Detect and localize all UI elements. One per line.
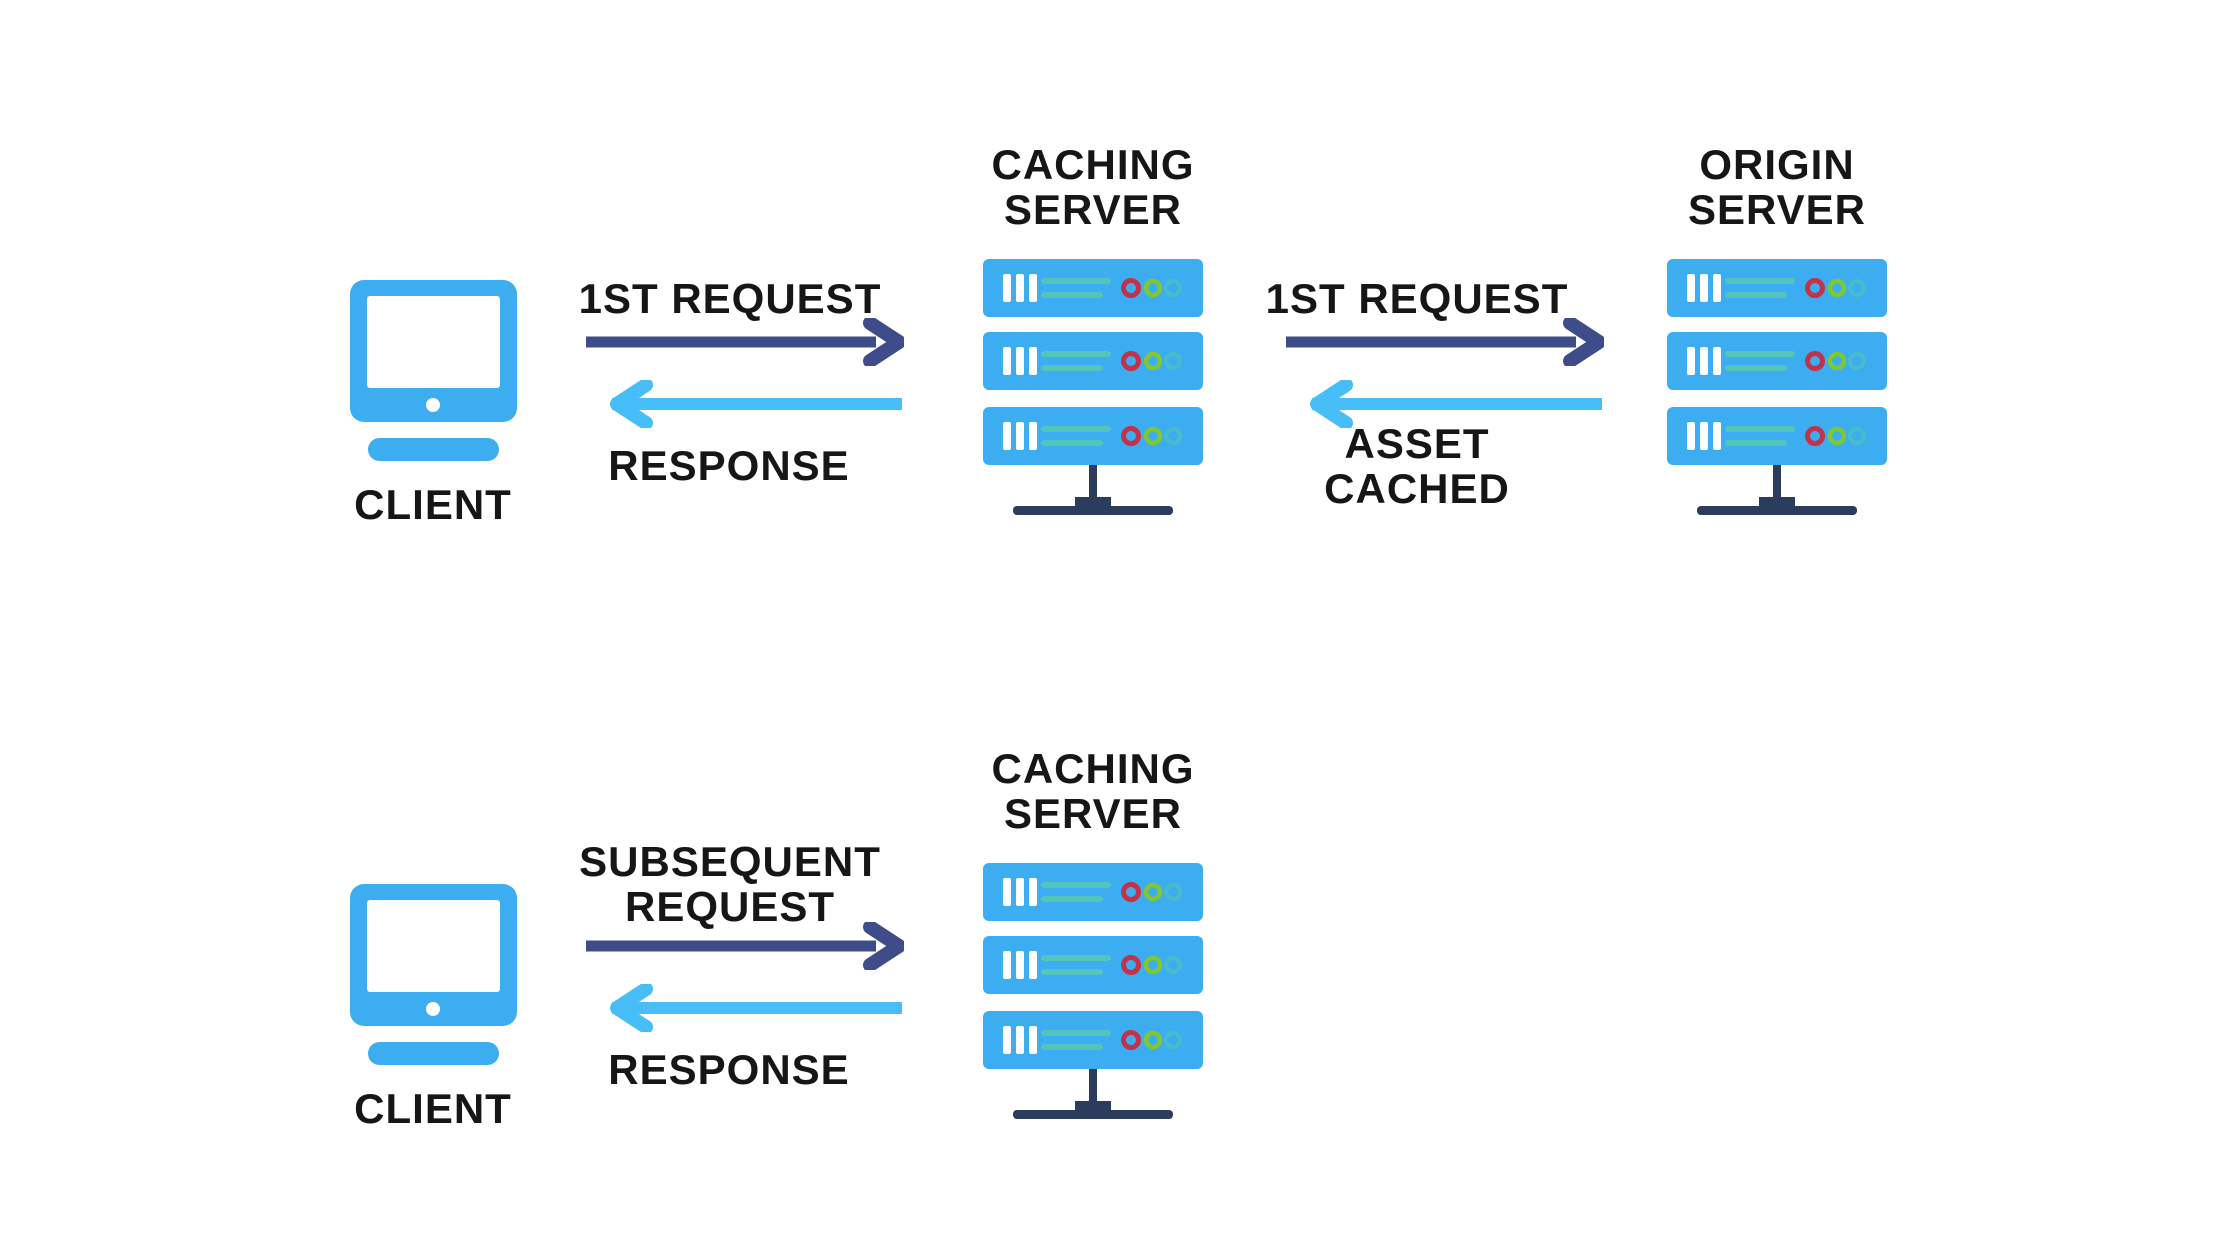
client-label-text: CLIENT bbox=[354, 481, 512, 528]
client-monitor-icon bbox=[350, 280, 517, 461]
client-monitor-icon-2 bbox=[350, 884, 517, 1065]
asset-cached-label: ASSET CACHED bbox=[1324, 420, 1510, 512]
response-2-arrow-icon bbox=[584, 984, 902, 1032]
caching-server-icon-2 bbox=[983, 863, 1203, 1119]
response-1-label: RESPONSE bbox=[608, 442, 850, 489]
caching-server-title: CACHING SERVER bbox=[991, 141, 1195, 233]
asset-cached-arrow-icon bbox=[1284, 380, 1602, 428]
request-2-label: 1ST REQUEST bbox=[1265, 275, 1569, 322]
request-1-arrow-icon bbox=[586, 318, 904, 366]
subsequent-request-arrow-icon bbox=[586, 922, 904, 970]
request-1-label: 1ST REQUEST bbox=[578, 275, 882, 322]
response-2-label: RESPONSE bbox=[608, 1046, 850, 1093]
request-2-arrow-icon bbox=[1286, 318, 1604, 366]
origin-server-title: ORIGIN SERVER bbox=[1688, 141, 1866, 233]
client-label-2: CLIENT bbox=[354, 1085, 512, 1132]
response-1-arrow-icon bbox=[584, 380, 902, 428]
origin-server-icon bbox=[1667, 259, 1887, 515]
client-label: CLIENT bbox=[333, 482, 533, 527]
caching-server-icon bbox=[983, 259, 1203, 515]
subsequent-request-label: SUBSEQUENT REQUEST bbox=[579, 838, 881, 930]
caching-server-title-2: CACHING SERVER bbox=[991, 745, 1195, 837]
